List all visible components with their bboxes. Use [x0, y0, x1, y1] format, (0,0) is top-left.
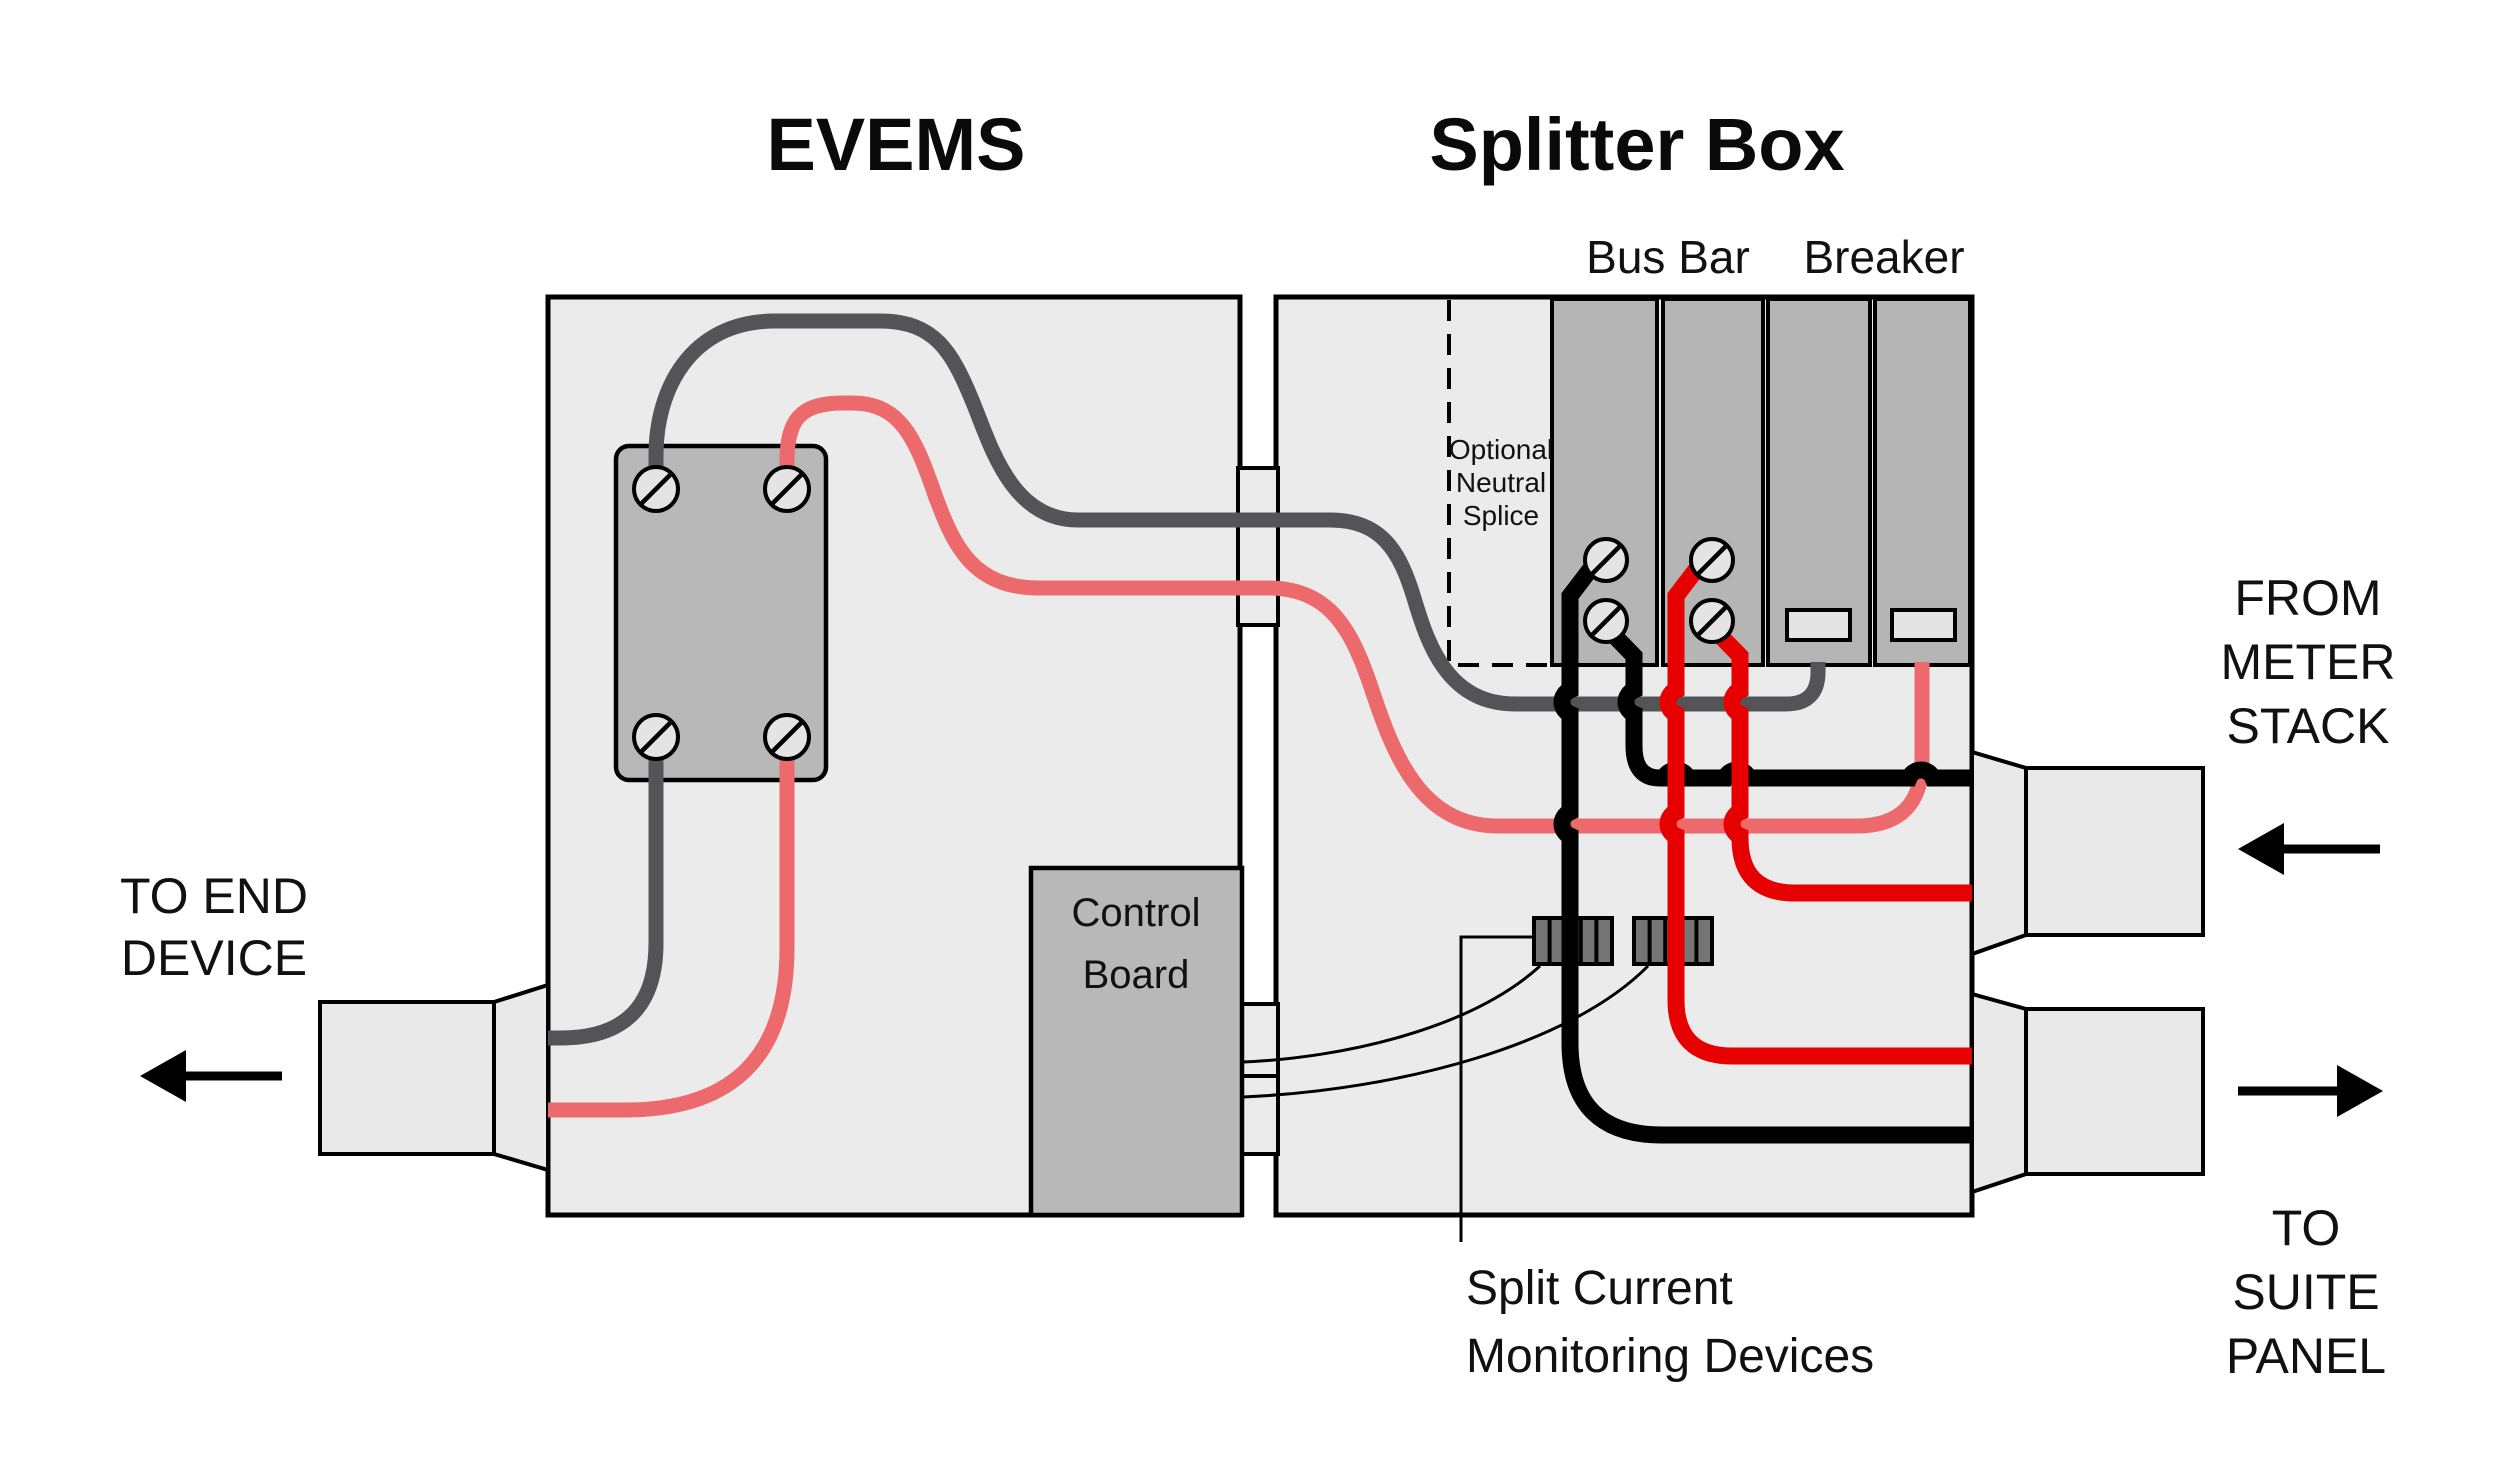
- pink-wire-terminal-to-breaker2: [779, 395, 1930, 834]
- from-meter-stack-label-line1: FROM: [2234, 570, 2381, 626]
- control-nipple-upper: [1236, 1002, 1280, 1078]
- control-board-label-line2: Board: [1083, 953, 1190, 997]
- conduit-from-meter-stack: [1970, 749, 2205, 957]
- split-current-label-line2: Monitoring Devices: [1466, 1330, 1874, 1383]
- optional-neutral-splice-label-line3: Splice: [1463, 500, 1539, 531]
- pink-wire-terminal-to-end-device: [548, 729, 795, 1118]
- screw-icon: [632, 465, 680, 513]
- wire-nipple: [1236, 466, 1280, 627]
- control-wire-to-device2: [1242, 964, 1650, 1099]
- right-arrow-icon: [2238, 1065, 2383, 1117]
- split-current-label-line1: Split Current: [1466, 1262, 1733, 1315]
- evems-title: EVEMS: [766, 103, 1025, 186]
- red-wire-busbar2-to-suite-panel: [1659, 548, 1972, 1065]
- screw-icon: [763, 713, 811, 761]
- bus-bar-label: Bus Bar: [1586, 231, 1750, 283]
- black-wire-busbar1-to-suite-panel: [1553, 548, 1972, 1144]
- screw-icon: [763, 465, 811, 513]
- breaker-2-slot-icon: [1890, 608, 1957, 642]
- conduit-to-suite-panel: [1970, 991, 2205, 1195]
- control-wire-to-device1: [1242, 964, 1542, 1064]
- to-suite-panel-label-line1: TO: [2272, 1200, 2341, 1256]
- left-arrow-icon: [2238, 823, 2380, 875]
- screw-icon: [1583, 598, 1629, 644]
- control-board: Control Board: [1028, 865, 1245, 1218]
- bus-bar-1: [1550, 297, 1659, 667]
- gray-wire-terminal-to-end-device: [548, 729, 664, 1046]
- bus-bar-screws: [1583, 537, 1735, 644]
- breaker-2: [1873, 297, 1972, 667]
- to-end-device-label-line2: DEVICE: [121, 930, 307, 986]
- breaker-group: [1766, 297, 1972, 667]
- to-suite-panel-label-line3: PANEL: [2226, 1328, 2386, 1384]
- gray-wire-terminal-to-breaker1: [648, 313, 1826, 712]
- screw-icon: [632, 713, 680, 761]
- optional-neutral-splice-label-line2: Neutral: [1456, 467, 1546, 498]
- to-end-device-label-line1: TO END: [120, 868, 308, 924]
- screw-icon: [1689, 537, 1735, 583]
- to-suite-panel-label-line2: SUITE: [2232, 1264, 2379, 1320]
- split-current-leader-line: [1459, 935, 1536, 1242]
- breaker-label: Breaker: [1803, 231, 1964, 283]
- from-meter-stack-label-line2: METER: [2221, 634, 2396, 690]
- evems-terminal-block: [613, 443, 829, 783]
- from-meter-stack-annotation: FROM METER STACK: [2221, 570, 2396, 875]
- terminal-block-screws: [632, 465, 811, 761]
- splitter-box-title: Splitter Box: [1429, 103, 1844, 186]
- left-arrow-icon: [140, 1050, 282, 1102]
- control-board-label-line1: Control: [1072, 891, 1201, 935]
- optional-neutral-splice-zone: Optional Neutral Splice: [1447, 300, 1553, 667]
- optional-neutral-splice-label-line1: Optional: [1449, 434, 1553, 465]
- breaker-1-slot-icon: [1785, 608, 1852, 642]
- conduit-to-end-device: [318, 982, 550, 1173]
- to-end-device-annotation: TO END DEVICE: [120, 868, 308, 1102]
- screw-icon: [1583, 537, 1629, 583]
- red-wire-busbar2-to-meter-stack: [1703, 619, 1972, 902]
- from-meter-stack-label-line3: STACK: [2227, 698, 2390, 754]
- screw-icon: [1689, 598, 1735, 644]
- to-suite-panel-annotation: TO SUITE PANEL: [2226, 1065, 2386, 1384]
